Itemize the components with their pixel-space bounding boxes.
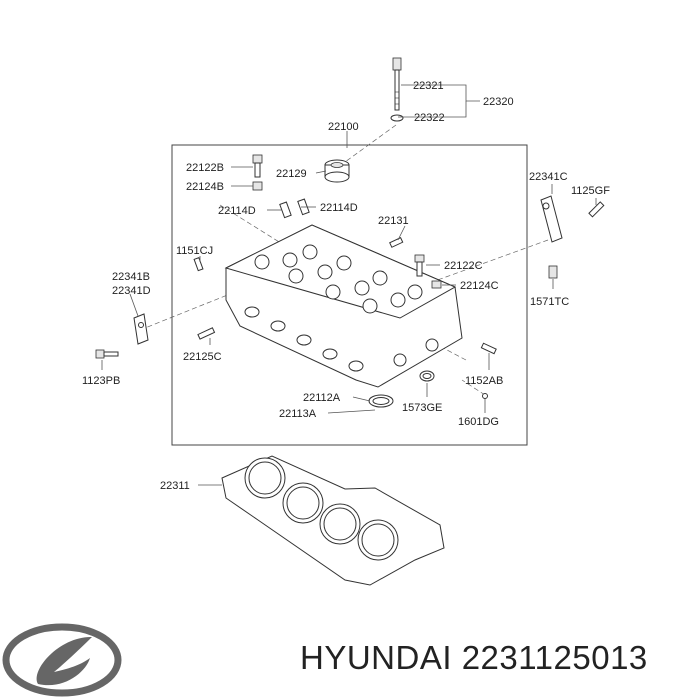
head-bolt xyxy=(392,57,402,111)
callout-22129: 22129 xyxy=(276,168,307,180)
callout-22100: 22100 xyxy=(328,121,359,133)
stud-1151cj xyxy=(193,257,204,272)
stud-1152ab xyxy=(480,342,497,355)
brand-caption: HYUNDAI 2231125013 xyxy=(300,628,694,688)
callout-22114d-right: 22114D xyxy=(320,202,358,214)
callout-22112a: 22112A xyxy=(303,392,341,404)
callout-22125c: 22125C xyxy=(183,351,222,363)
lifting-bracket-left xyxy=(133,313,149,345)
callout-22122c: 22122C xyxy=(444,260,483,272)
callout-22311: 22311 xyxy=(160,480,190,492)
callout-22124b: 22124B xyxy=(186,181,224,193)
callout-1571tc: 1571TC xyxy=(530,296,569,308)
callout-22321: 22321 xyxy=(413,80,444,92)
callout-22320: 22320 xyxy=(483,96,514,108)
callout-22124c: 22124C xyxy=(460,280,499,292)
cap-22129 xyxy=(324,159,350,183)
lifting-bracket-right xyxy=(540,195,563,243)
seal-1573ge xyxy=(419,370,435,382)
callout-1152ab: 1152AB xyxy=(465,375,503,387)
washer-22124b xyxy=(252,181,263,191)
gasket-ring-22112a xyxy=(368,394,394,408)
callout-22341b: 22341B xyxy=(112,271,150,283)
cylinder-head-gasket xyxy=(221,455,445,586)
bolt-1125gf xyxy=(588,201,605,218)
leader-lines xyxy=(101,84,597,486)
callout-1601dg: 1601DG xyxy=(458,416,499,428)
callout-22341d: 22341D xyxy=(112,285,151,297)
bolt-22122c xyxy=(414,254,425,277)
stud-1571tc xyxy=(548,265,558,279)
port-openings xyxy=(244,306,439,372)
callout-1573ge: 1573GE xyxy=(402,402,442,414)
hyundai-logo xyxy=(2,623,122,697)
callout-22341c: 22341C xyxy=(529,171,568,183)
assembly-frame xyxy=(171,144,528,446)
cylinder-head xyxy=(224,224,463,388)
bolt-washer xyxy=(390,114,404,122)
callout-22114d-left: 22114D xyxy=(218,205,256,217)
brand-name: HYUNDAI xyxy=(300,639,453,676)
washer-22124c xyxy=(431,280,442,289)
stud-22131 xyxy=(389,236,404,248)
plug-1601dg xyxy=(482,393,488,399)
callout-22122b: 22122B xyxy=(186,162,224,174)
bolt-22122b xyxy=(252,154,263,178)
callout-1123pb: 1123PB xyxy=(82,375,120,387)
cam-journals xyxy=(254,244,423,314)
callout-1151cj: 1151CJ xyxy=(176,245,213,257)
stud-22125c xyxy=(197,327,216,340)
callout-22131: 22131 xyxy=(378,215,409,227)
callout-1125gf: 1125GF xyxy=(571,185,610,197)
callout-22113a: 22113A xyxy=(279,408,317,420)
callout-labels: 22321 22320 22322 22100 22122B 22124B 22… xyxy=(82,80,610,492)
callout-22322: 22322 xyxy=(414,112,445,124)
dowel-22114d-left xyxy=(279,201,292,219)
bolt-1123pb xyxy=(95,349,119,359)
part-number: 2231125013 xyxy=(461,639,648,676)
